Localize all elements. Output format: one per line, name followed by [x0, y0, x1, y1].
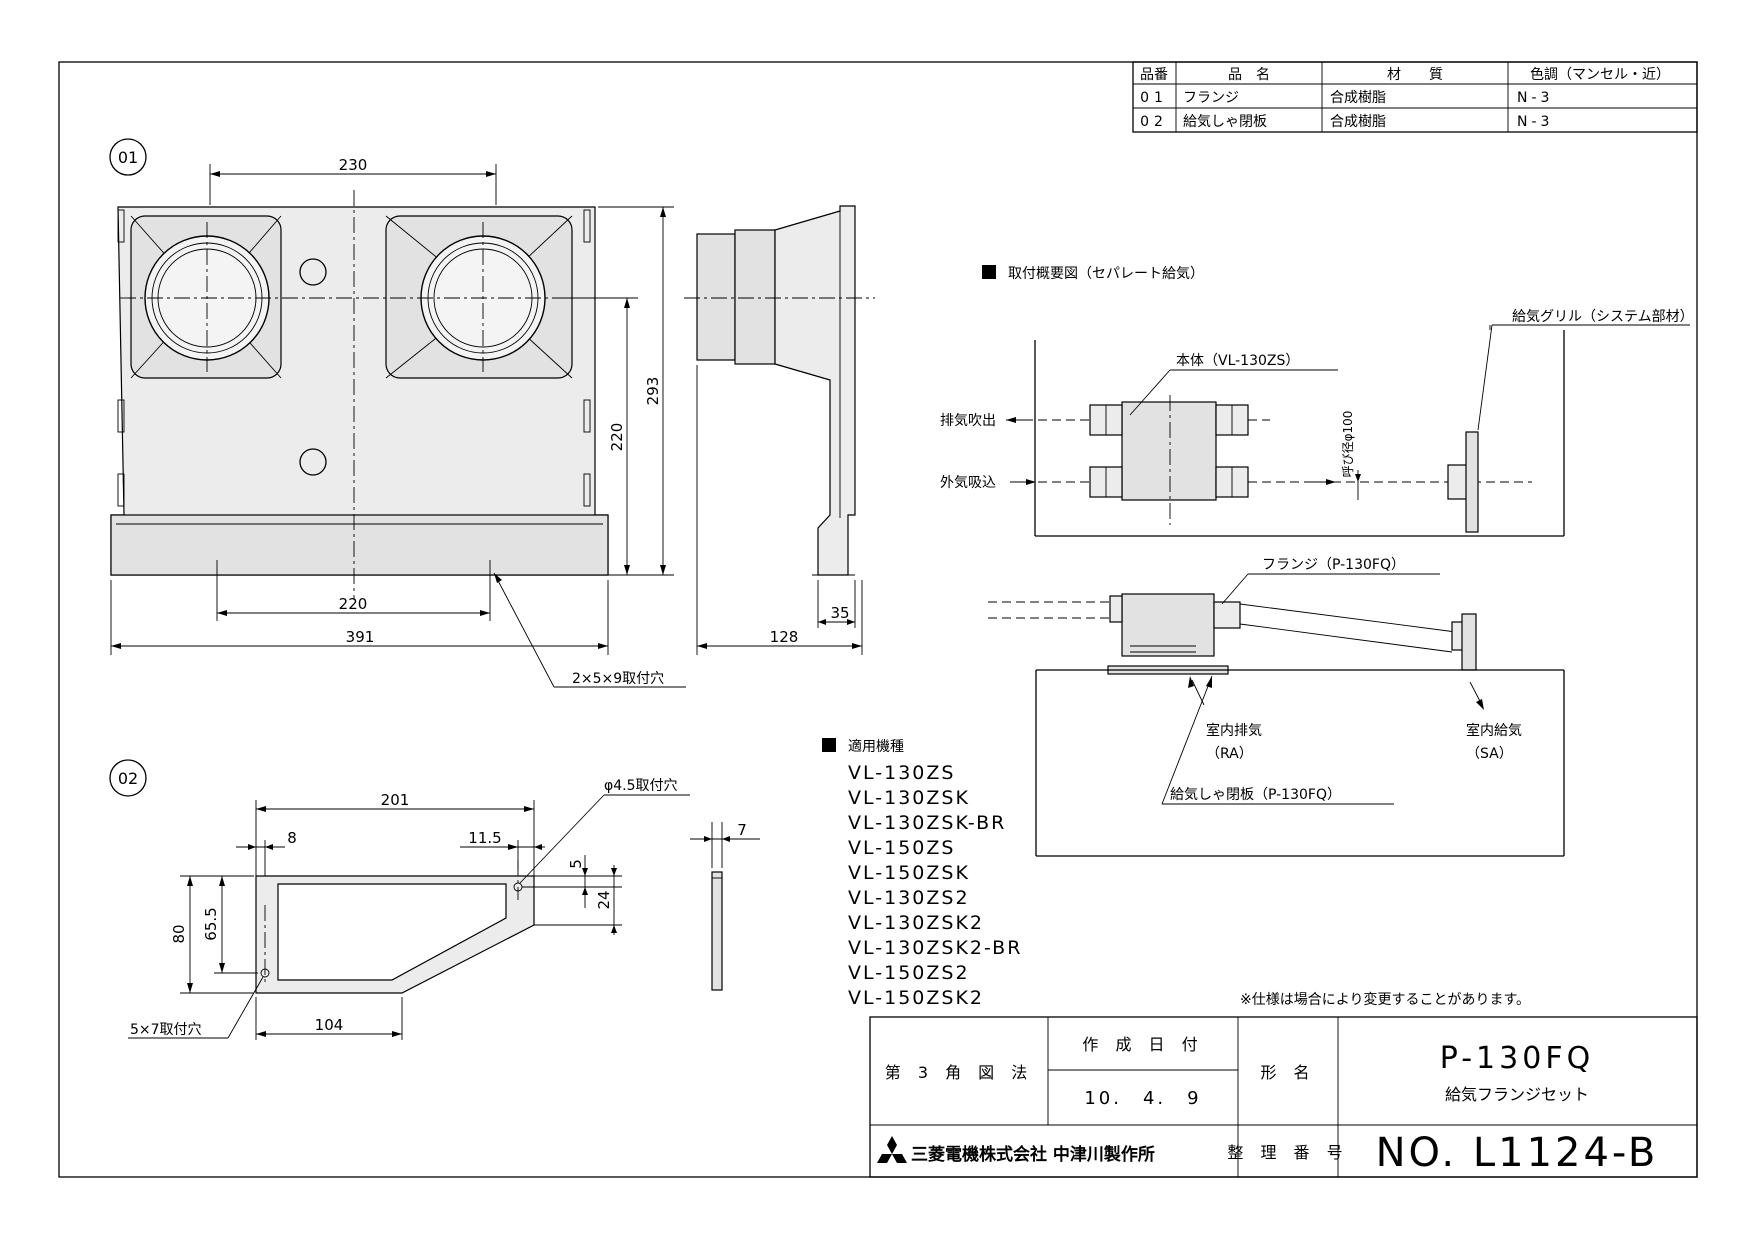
view-02-tag: 02: [118, 769, 138, 788]
dim-8: 8: [287, 829, 297, 847]
tb-ref-number: NO. L1124-B: [1376, 1130, 1659, 1176]
parts-row-2-no: 02: [1140, 114, 1168, 130]
model-10: VL-150ZSK2: [848, 987, 984, 1009]
label-main-unit: 本体（VL-130ZS）: [1176, 353, 1299, 369]
hole-note-02-bottom: 5×7取付穴: [130, 1022, 202, 1038]
model-7: VL-130ZSK2: [848, 912, 984, 934]
view-01-side: 35 128: [684, 205, 875, 655]
install-diagram: 取付概要図（セパレート給気） 排気吹出 外気吸込 給気グリル（システム: [940, 265, 1694, 857]
dim-35: 35: [830, 604, 849, 622]
parts-row-1-color: N-3: [1517, 90, 1553, 106]
tb-model-label: 形 名: [1260, 1063, 1315, 1082]
hole-note-02-top: φ4.5取付穴: [604, 778, 678, 794]
parts-row-2-name: 給気しゃ閉板: [1183, 114, 1267, 130]
parts-row-2-material: 合成樹脂: [1330, 114, 1386, 130]
model-2: VL-130ZSK: [848, 787, 970, 809]
tb-projection: 第 3 角 図 法: [885, 1063, 1034, 1082]
model-9: VL-150ZS2: [848, 962, 970, 984]
tb-model-number: P-130FQ: [1440, 1041, 1594, 1076]
parts-header-material: 材 質: [1387, 67, 1443, 83]
parts-header-name: 品 名: [1228, 67, 1270, 83]
label-exhaust-out: 排気吹出: [940, 413, 996, 429]
hole-note-01: 2×5×9取付穴: [572, 671, 664, 687]
model-5: VL-150ZSK: [848, 862, 970, 884]
label-flange: フランジ（P-130FQ）: [1262, 557, 1405, 573]
models-list: 適用機種 VL-130ZS VL-130ZSK VL-130ZSK-BR VL-…: [822, 738, 1022, 1009]
dim-220-bottom: 220: [339, 595, 368, 613]
model-1: VL-130ZS: [848, 762, 955, 784]
dim-65-5: 65.5: [202, 907, 220, 940]
dim-11-5: 11.5: [468, 829, 501, 847]
parts-table: 品番 品 名 材 質 色調（マンセル・近） 01 フランジ 合成樹脂 N-3 0…: [1132, 61, 1698, 133]
dim-104: 104: [315, 1016, 344, 1034]
dim-230: 230: [339, 156, 368, 174]
parts-row-1-name: フランジ: [1183, 90, 1239, 106]
mitsubishi-logo-icon: [877, 1136, 907, 1163]
dim-7: 7: [737, 821, 747, 839]
label-room-supply-code: （SA）: [1466, 746, 1513, 762]
parts-row-2-color: N-3: [1517, 114, 1553, 130]
model-6: VL-130ZS2: [848, 887, 970, 909]
label-outside-in: 外気吸込: [940, 475, 996, 491]
parts-header-no: 品番: [1140, 67, 1168, 83]
label-grille: 給気グリル（システム部材）: [1512, 309, 1694, 325]
tb-model-name: 給気フランジセット: [1445, 1085, 1589, 1104]
tb-date-value: 10. 4. 9: [1084, 1088, 1201, 1109]
view-02: 02 201 8 11.5 φ4.5取付穴 5: [109, 759, 760, 1040]
dim-391: 391: [346, 628, 375, 646]
dim-201: 201: [381, 791, 410, 809]
model-4: VL-150ZS: [848, 837, 955, 859]
models-title: 適用機種: [848, 738, 904, 755]
tb-ref-label: 整 理 番 号: [1227, 1143, 1348, 1162]
parts-row-1-material: 合成樹脂: [1330, 90, 1386, 106]
dim-5: 5: [567, 859, 585, 869]
title-block: 第 3 角 図 法 作 成 日 付 10. 4. 9 形 名 P-130FQ 給…: [869, 1016, 1698, 1178]
view-01-front: 01 230: [109, 138, 686, 688]
dim-293: 293: [644, 377, 662, 406]
view-01-tag: 01: [118, 148, 138, 167]
dim-220-vertical: 220: [608, 423, 626, 452]
tb-date-label: 作 成 日 付: [1082, 1035, 1203, 1054]
label-room-exhaust-code: （RA）: [1206, 746, 1253, 762]
label-duct-size: 呼び径φ100: [1341, 411, 1355, 478]
parts-header-color: 色調（マンセル・近）: [1530, 66, 1670, 83]
tb-company: 三菱電機株式会社 中津川製作所: [911, 1144, 1155, 1165]
dim-80: 80: [170, 924, 188, 943]
spec-note: ※仕様は場合により変更することがあります。: [1240, 991, 1530, 1008]
parts-row-1-no: 01: [1140, 90, 1168, 106]
model-3: VL-130ZSK-BR: [848, 812, 1006, 834]
label-shutter: 給気しゃ閉板（P-130FQ）: [1170, 787, 1341, 803]
label-room-supply: 室内給気: [1466, 722, 1522, 739]
model-8: VL-130ZSK2-BR: [848, 937, 1022, 959]
install-title: 取付概要図（セパレート給気）: [1008, 266, 1204, 282]
label-room-exhaust: 室内排気: [1206, 722, 1262, 739]
dim-24: 24: [595, 890, 613, 909]
dim-128: 128: [770, 628, 799, 646]
